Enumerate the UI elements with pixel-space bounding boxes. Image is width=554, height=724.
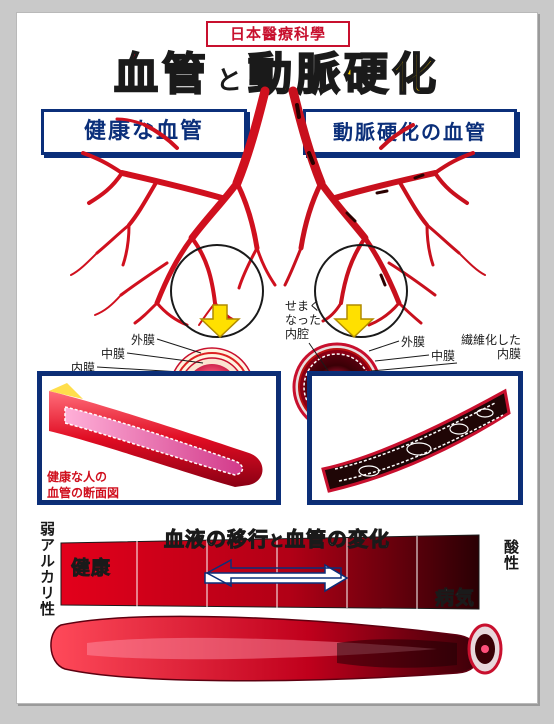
label-weak-alkaline: 弱アルカリ性 [38, 521, 56, 617]
blood-transition-band [50, 534, 503, 682]
healthy-vessel-illustration [49, 383, 263, 487]
header-tag: 日本醫療科學 [206, 21, 350, 47]
healthy-artery-tree [70, 86, 277, 327]
label-acidic: 酸性 [502, 539, 520, 571]
healthy-zoom-arrow-icon [199, 304, 241, 339]
label-fibrous-intima: 繊維化した 内膜 [461, 333, 522, 361]
label-middle-healthy: 中膜 [101, 347, 126, 361]
sclerosis-caption: 動脈硬化によって 肥厚した血管の断面図 [389, 470, 510, 500]
arrow-left-icon [205, 558, 342, 588]
artery-trees [70, 86, 486, 339]
title-part1: 血管 [113, 48, 210, 101]
plaque-spots [295, 103, 425, 287]
label-disease: 病気 [435, 587, 476, 610]
heading-healthy-vessel: 健康な血管 [41, 109, 247, 155]
heading-sclerosis-vessel: 動脈硬化の血管 [303, 109, 517, 155]
poster: 日本醫療科學 血管と動脈硬化 健康な血管 動脈硬化の血管 [16, 12, 538, 704]
transition-title: 血液の移行と血管の変化 [163, 527, 390, 552]
label-leader-lines-sclerosis [308, 340, 458, 382]
label-narrowed-lumen: せまく なった 内腔 [285, 299, 322, 341]
label-outer-sclerosis: 外膜 [401, 335, 426, 349]
sclerosis-zoom-arrow-icon [333, 304, 375, 339]
sclerosis-vessel-illustration [321, 388, 511, 493]
healthy-caption: 健康な人の 血管の断面図 [47, 470, 120, 500]
sclerosis-magnifier-circle [314, 244, 408, 338]
label-outer-healthy: 外膜 [131, 333, 156, 347]
label-healthy: 健康 [71, 557, 112, 580]
sclerotic-artery-tree [283, 86, 486, 327]
healthy-magnifier-circle [170, 244, 264, 338]
label-middle-sclerosis: 中膜 [431, 349, 456, 363]
title-connector: と [215, 66, 242, 96]
main-title: 血管と動脈硬化 [17, 47, 537, 103]
title-part2: 動脈硬化 [247, 48, 440, 101]
